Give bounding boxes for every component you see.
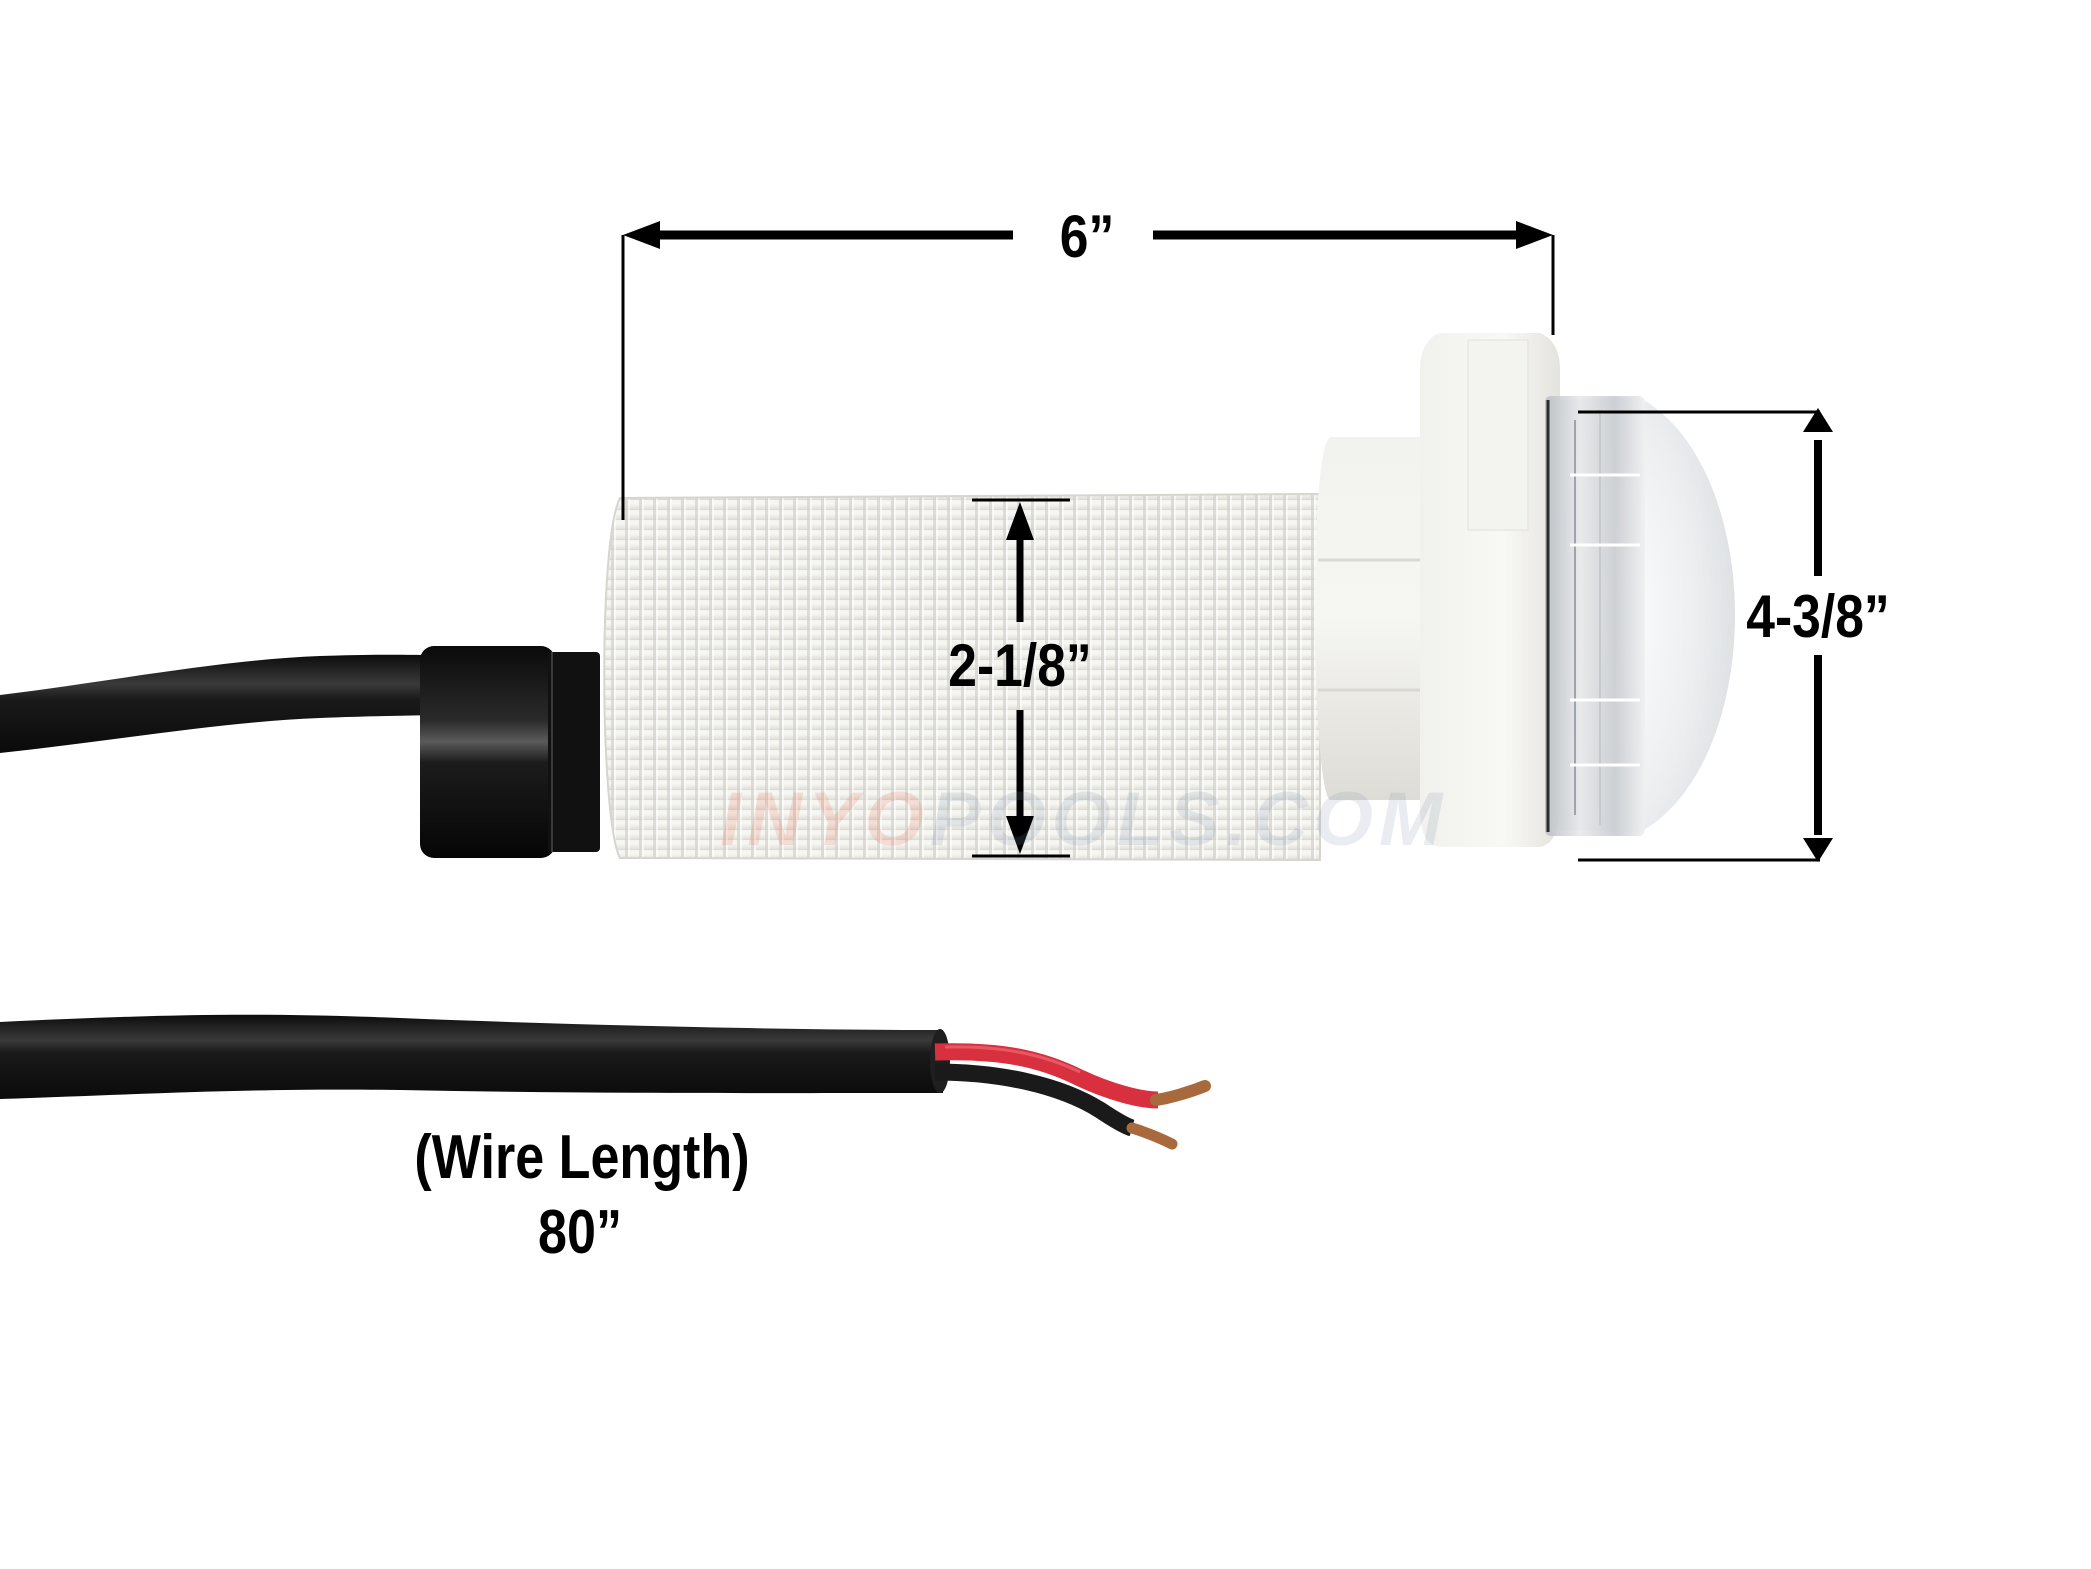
overall-length-label: 6” (1059, 203, 1115, 270)
hex-nut (1314, 437, 1425, 800)
cable-grommet (420, 646, 600, 858)
copper-strands-black (1126, 1122, 1178, 1150)
overall-length-dimension (621, 221, 1555, 520)
watermark-part-a: INYO (720, 777, 930, 862)
arrowhead-left-icon (623, 221, 660, 249)
body-diameter-dimension (972, 498, 1070, 858)
watermark: INYOPOOLS.COM (720, 782, 1448, 858)
arrowhead-up-icon (1803, 408, 1833, 432)
arrowhead-down-icon (1006, 816, 1034, 854)
upper-cable (0, 654, 430, 753)
wire-length-caption: (Wire Length) (414, 1123, 750, 1192)
arrowhead-up-icon (1006, 502, 1034, 540)
arrowhead-right-icon (1516, 221, 1553, 249)
black-conductor (934, 1063, 1135, 1137)
wire-length-value: 80” (538, 1198, 622, 1267)
threaded-body (603, 492, 1321, 862)
red-conductor (934, 1043, 1159, 1109)
cable-cut-end (930, 1029, 950, 1093)
flange-diameter-dimension (1578, 408, 1833, 862)
light-lens (1545, 396, 1735, 836)
arrowhead-down-icon (1803, 838, 1833, 862)
lower-cable (0, 1014, 943, 1099)
copper-strands-red (1150, 1080, 1211, 1106)
flange-diameter-label: 4-3/8” (1746, 583, 1890, 650)
body-diameter-label: 2-1/8” (948, 632, 1092, 699)
flange-ring (1420, 333, 1560, 847)
watermark-part-b: POOLS.COM (929, 777, 1449, 862)
